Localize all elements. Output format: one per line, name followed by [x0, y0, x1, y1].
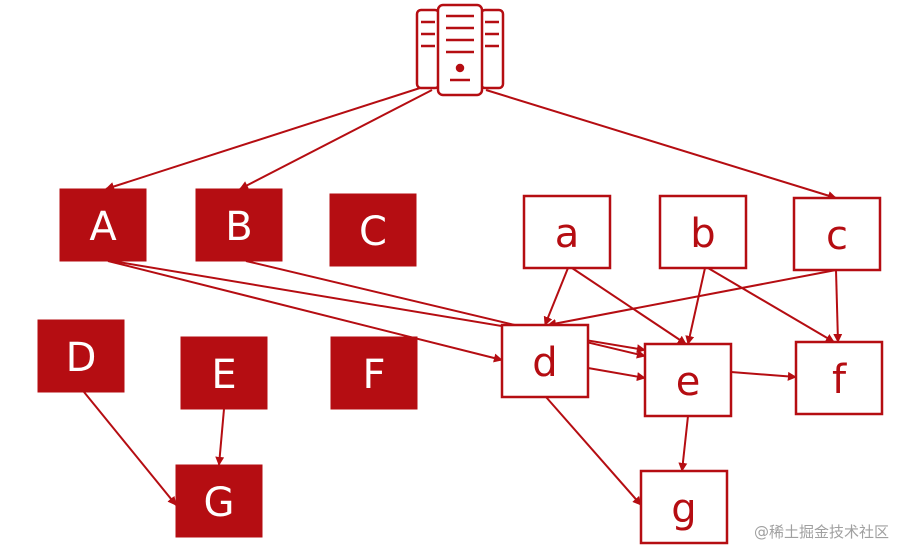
node-b: b	[658, 194, 748, 270]
node-box-C	[329, 193, 417, 267]
node-F: F	[330, 336, 418, 410]
node-f: f	[794, 340, 884, 416]
node-label-b: b	[690, 211, 715, 257]
node-box-d	[500, 323, 590, 399]
edge-server-to-c	[485, 89, 837, 200]
edge-server-to-A	[105, 87, 421, 191]
server-icon	[415, 3, 505, 97]
node-c: c	[792, 196, 882, 272]
node-d: d	[500, 323, 590, 399]
node-label-G: G	[204, 480, 235, 526]
node-D: D	[37, 319, 125, 393]
node-label-f: f	[832, 357, 847, 403]
edge-D-to-G	[83, 391, 177, 506]
node-label-F: F	[362, 352, 385, 398]
node-label-C: C	[359, 209, 387, 255]
node-label-A: A	[89, 204, 117, 250]
node-E: E	[180, 336, 268, 410]
node-box-B	[195, 188, 283, 262]
node-g: g	[639, 469, 729, 545]
node-box-E	[180, 336, 268, 410]
edge-a-to-e	[571, 267, 687, 345]
node-box-a	[522, 194, 612, 270]
node-A: A	[59, 188, 147, 262]
edge-A-to-d	[107, 260, 503, 363]
node-G: G	[175, 464, 263, 538]
node-label-E: E	[211, 352, 236, 398]
node-box-D	[37, 319, 125, 393]
edge-b-to-e	[685, 267, 706, 345]
watermark: @稀土掘金技术社区	[753, 523, 889, 541]
node-box-c	[792, 196, 882, 272]
node-box-G	[175, 464, 263, 538]
node-label-c: c	[826, 213, 848, 259]
node-label-g: g	[671, 486, 696, 532]
node-label-D: D	[66, 335, 97, 381]
node-B: B	[195, 188, 283, 262]
node-box-g	[639, 469, 729, 545]
node-label-e: e	[676, 359, 701, 405]
node-label-a: a	[555, 211, 580, 257]
node-box-F	[330, 336, 418, 410]
node-box-e	[643, 342, 733, 418]
edge-d-to-g	[545, 396, 642, 506]
edge-a-to-d	[543, 267, 569, 326]
edges-layer	[83, 87, 843, 506]
edge-E-to-G	[215, 408, 225, 466]
edge-server-to-B	[239, 89, 433, 190]
node-a: a	[522, 194, 612, 270]
node-label-B: B	[225, 204, 252, 250]
node-box-b	[658, 194, 748, 270]
edge-c-to-d	[547, 269, 837, 328]
nodes-layer: A B C D E F Ga b c d e f g	[37, 188, 884, 545]
edge-c-to-f	[833, 269, 843, 343]
node-box-A	[59, 188, 147, 262]
edge-b-to-f	[707, 267, 835, 343]
node-box-f	[794, 340, 884, 416]
node-e: e	[643, 342, 733, 418]
edge-e-to-f	[730, 371, 797, 381]
node-label-d: d	[532, 340, 557, 386]
node-C: C	[329, 193, 417, 267]
edge-d-to-e	[587, 367, 646, 382]
edge-e-to-g	[678, 415, 689, 472]
